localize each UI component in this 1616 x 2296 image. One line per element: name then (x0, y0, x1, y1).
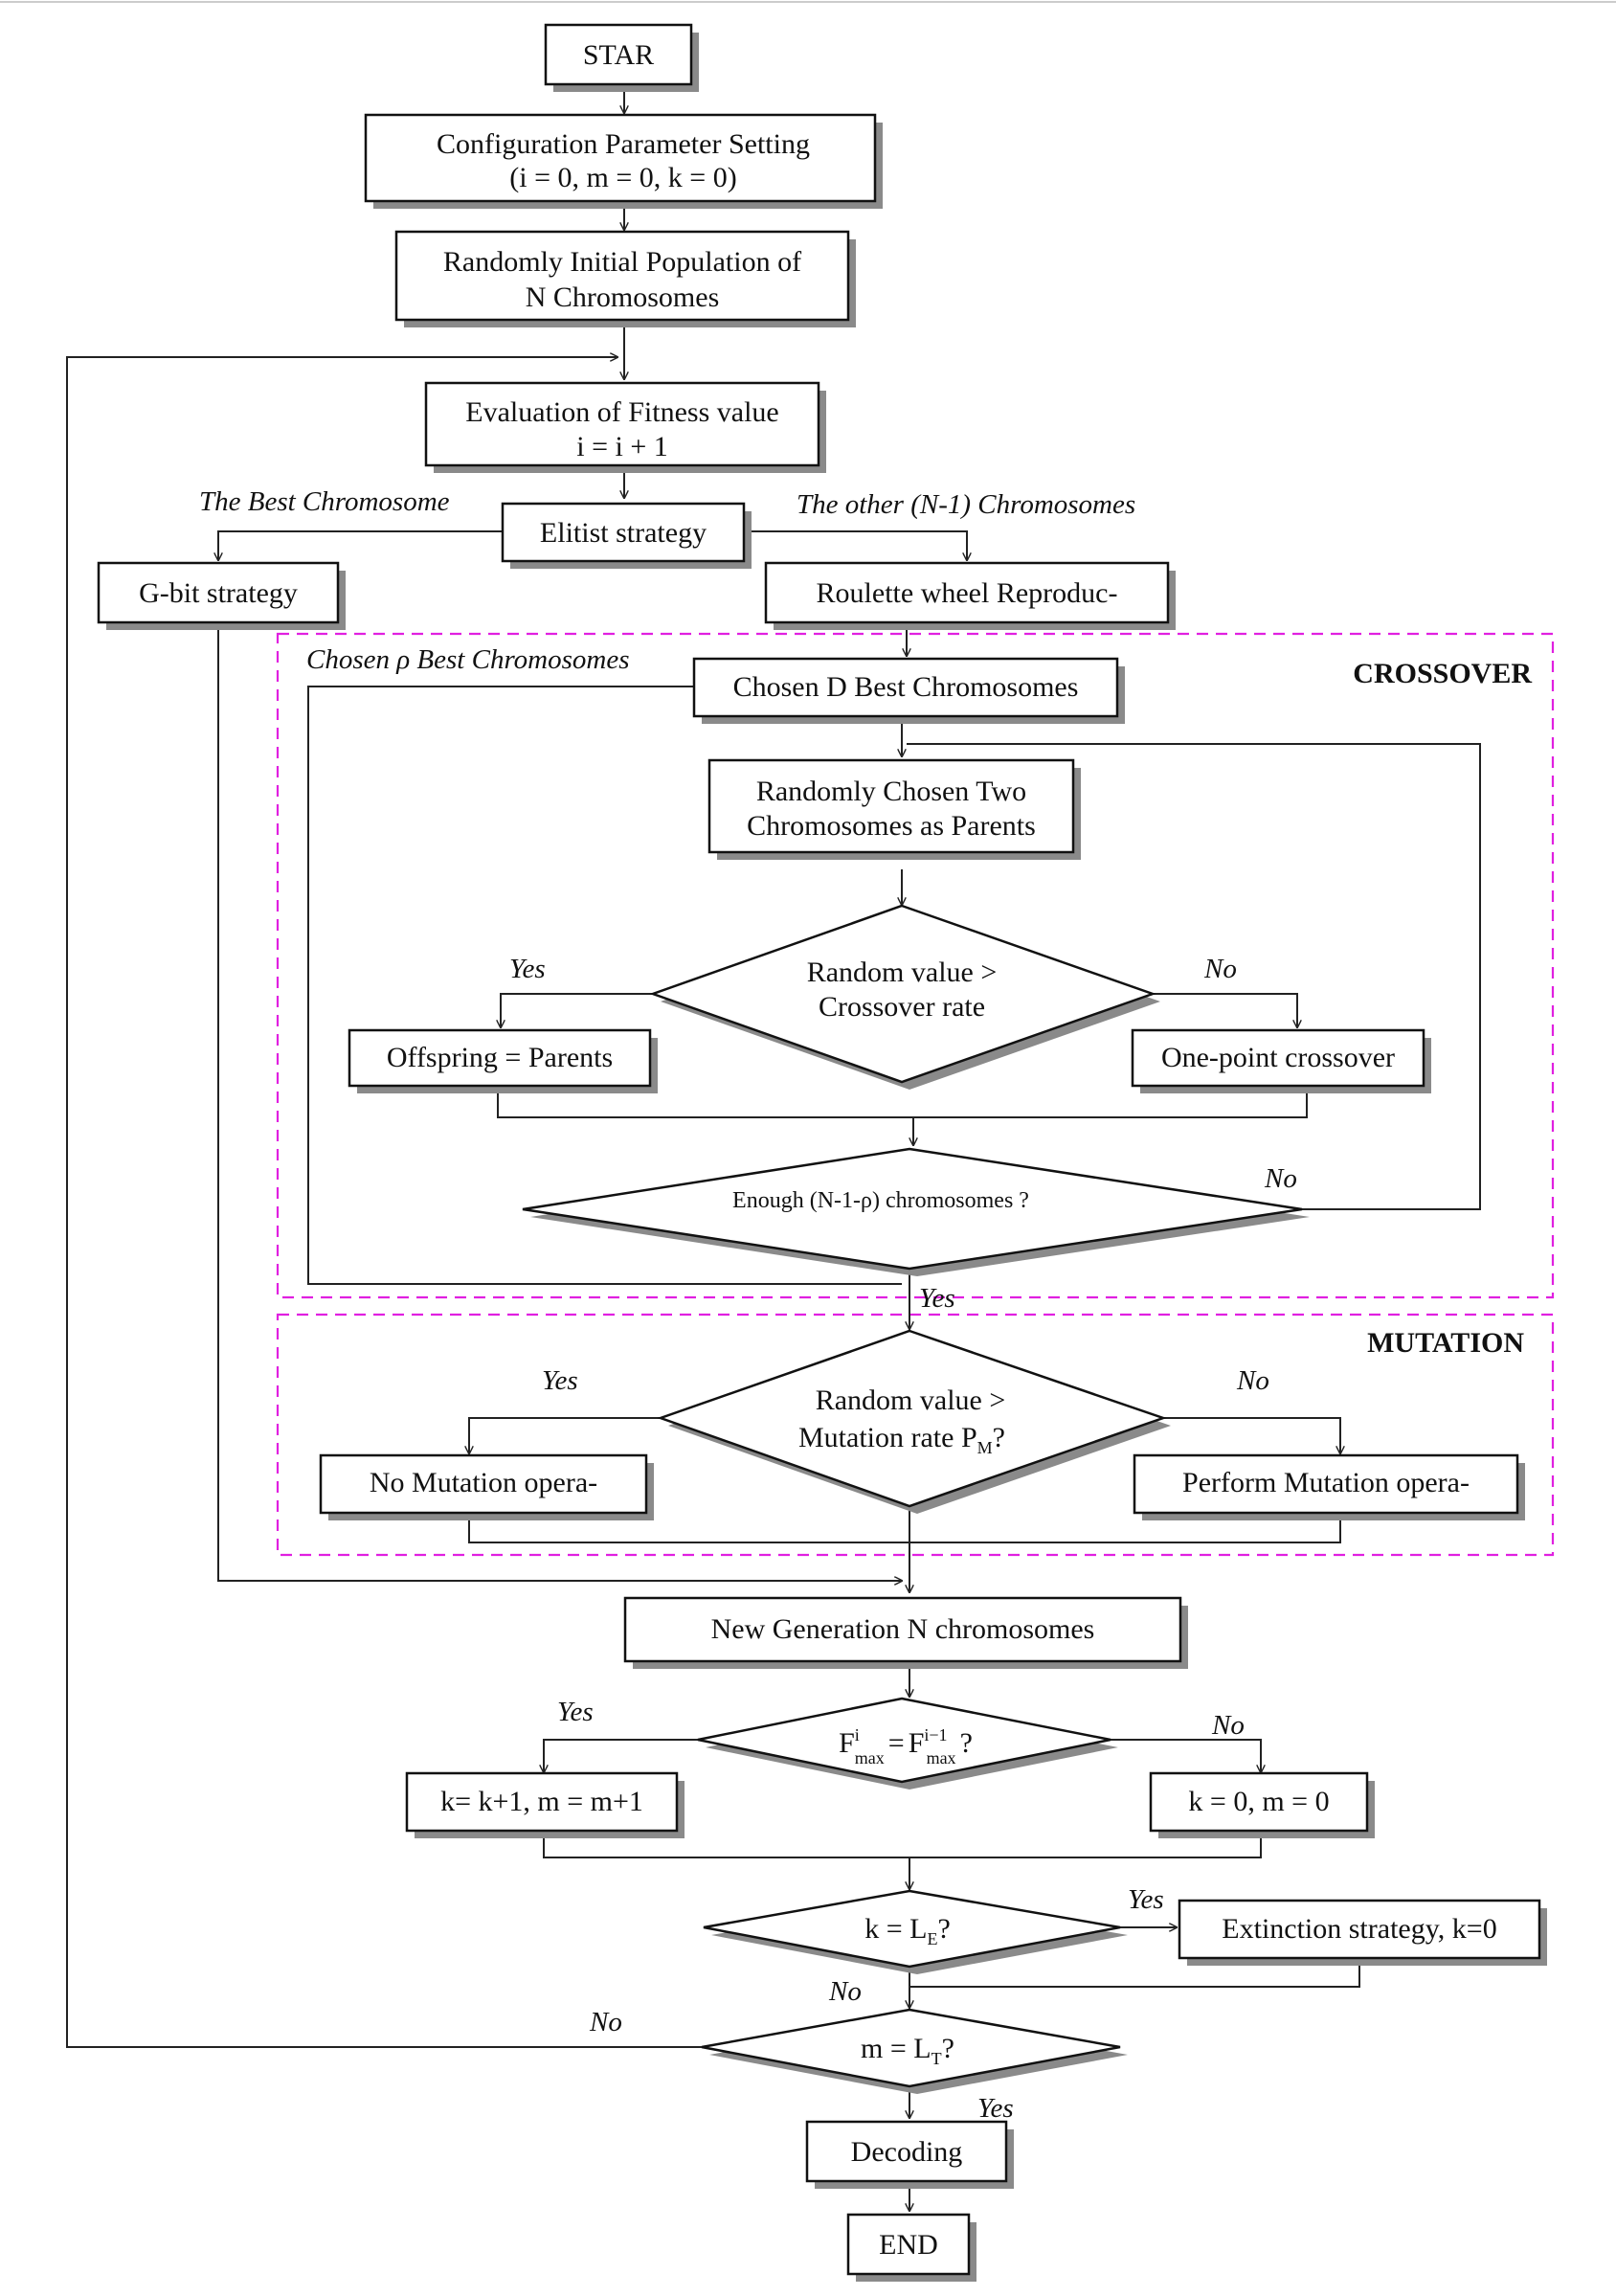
parents-label-line2: Chromosomes as Parents (747, 810, 1036, 842)
m-lt-subscript: T (931, 2049, 942, 2068)
crossover-decision-line1: Random value > (807, 957, 998, 988)
init-label-line1: Randomly Initial Population of (443, 246, 801, 278)
m-lt-text: m = L (861, 2033, 931, 2064)
crossover-region-title: CROSSOVER (1353, 658, 1532, 689)
enough-decision-text: Enough (N-1-ρ) chromosomes ? (732, 1188, 1029, 1213)
start-box: STAR (544, 23, 699, 92)
perform-mutation-box: Perform Mutation opera- (1133, 1453, 1525, 1520)
start-label: STAR (583, 39, 654, 71)
no-mutation-label: No Mutation opera- (370, 1467, 597, 1498)
fmax-no-label: No (1211, 1710, 1245, 1741)
end-label: END (879, 2229, 938, 2261)
fmax-sup2: i−1 (924, 1725, 947, 1745)
k-reset-label: k = 0, m = 0 (1188, 1786, 1329, 1817)
perform-mutation-label: Perform Mutation opera- (1182, 1467, 1470, 1498)
gbit-label: G-bit strategy (139, 577, 298, 609)
init-population-box: Randomly Initial Population of N Chromos… (394, 230, 856, 327)
config-box: Configuration Parameter Setting (i = 0, … (364, 113, 883, 209)
connectors (66, 86, 1481, 2211)
mutation-region (276, 1313, 1555, 1557)
mutation-diamond: Random value > Mutation rate PM? (657, 1329, 1171, 1514)
chosen-rho-best-label: Chosen ρ Best Chromosomes (306, 644, 629, 675)
end-box: END (846, 2213, 976, 2282)
config-label-line1: Configuration Parameter Setting (437, 128, 810, 160)
parents-label-line1: Randomly Chosen Two (756, 776, 1026, 807)
config-label-line2: (i = 0, m = 0, k = 0) (509, 162, 736, 193)
enough-yes-label: Yes (919, 1283, 955, 1314)
k-le-text: k = L (864, 1913, 927, 1945)
evaluation-box: Evaluation of Fitness value i = i + 1 (424, 381, 826, 473)
offspring-label: Offspring = Parents (387, 1042, 613, 1073)
enough-diamond: Enough (N-1-ρ) chromosomes ? (522, 1147, 1310, 1276)
fmax-f1: F (839, 1727, 855, 1759)
k-le-subscript: E (927, 1929, 937, 1948)
k-reset-box: k = 0, m = 0 (1149, 1771, 1375, 1838)
crossover-region (276, 632, 1555, 1299)
eval-label-line2: i = i + 1 (576, 431, 668, 462)
roulette-box: Roulette wheel Reproduc- (764, 561, 1176, 630)
gbit-box: G-bit strategy (97, 561, 346, 630)
enough-no-label: No (1264, 1163, 1297, 1194)
mutation-rate-subscript: M (977, 1438, 993, 1457)
init-label-line2: N Chromosomes (526, 281, 720, 313)
new-generation-label: New Generation N chromosomes (711, 1613, 1095, 1645)
fmax-yes-label: Yes (557, 1697, 594, 1727)
extinction-box: Extinction strategy, k=0 (1178, 1899, 1547, 1966)
k-increment-label: k= k+1, m = m+1 (440, 1786, 643, 1817)
extinction-label: Extinction strategy, k=0 (1222, 1913, 1496, 1945)
fmax-eq: = (888, 1727, 905, 1759)
fmax-sub1: max (855, 1748, 885, 1767)
m-lt-tail: ? (942, 2033, 954, 2064)
crossover-diamond: Random value > Crossover rate (649, 904, 1160, 1090)
crossover-no-label: No (1203, 954, 1237, 984)
decoding-box: Decoding (805, 2120, 1014, 2189)
chosen-best-label: Chosen D Best Chromosomes (733, 671, 1079, 703)
decoding-label: Decoding (851, 2136, 963, 2168)
parents-box: Randomly Chosen Two Chromosomes as Paren… (707, 758, 1081, 860)
mutation-no-label: No (1236, 1365, 1269, 1396)
fmax-f2: F (909, 1727, 925, 1759)
onepoint-box: One-point crossover (1131, 1028, 1431, 1093)
chosen-best-box: Chosen D Best Chromosomes (692, 657, 1125, 724)
mutation-decision-line2: Mutation rate PM? (798, 1422, 1005, 1457)
k-le-tail: ? (937, 1913, 950, 1945)
fmax-tail: ? (960, 1727, 973, 1759)
fmax-sub2: max (927, 1748, 956, 1767)
offspring-box: Offspring = Parents (348, 1028, 658, 1093)
fmax-sup1: i (855, 1725, 860, 1745)
k-le-decision-text: k = LE? (864, 1913, 951, 1948)
mutation-decision-line1: Random value > (816, 1384, 1006, 1416)
best-chromosome-label: The Best Chromosome (199, 486, 450, 517)
other-chromosomes-label: The other (N-1) Chromosomes (797, 489, 1135, 520)
elitist-label: Elitist strategy (540, 517, 707, 549)
k-increment-box: k= k+1, m = m+1 (405, 1771, 685, 1838)
m-lt-decision-text: m = LT? (861, 2033, 954, 2068)
onepoint-label: One-point crossover (1161, 1042, 1395, 1073)
m-lt-yes-label: Yes (977, 2093, 1014, 2124)
elitist-box: Elitist strategy (501, 502, 752, 569)
mutation-region-title: MUTATION (1367, 1327, 1524, 1359)
crossover-decision-line2: Crossover rate (819, 991, 985, 1023)
m-lt-no-label: No (589, 2007, 622, 2037)
branch-labels: The Best Chromosome The other (N-1) Chro… (199, 486, 1297, 2124)
new-generation-box: New Generation N chromosomes (623, 1596, 1188, 1669)
mutation-yes-label: Yes (542, 1365, 578, 1396)
k-le-no-label: No (828, 1976, 862, 2007)
eval-label-line1: Evaluation of Fitness value (465, 396, 778, 428)
mutation-rate-text: Mutation rate P (798, 1422, 977, 1453)
k-le-diamond: k = LE? (703, 1889, 1128, 1974)
mutation-rate-tail: ? (993, 1422, 1005, 1453)
roulette-label: Roulette wheel Reproduc- (817, 577, 1118, 609)
k-le-yes-label: Yes (1128, 1884, 1164, 1915)
no-mutation-box: No Mutation opera- (319, 1453, 654, 1520)
m-lt-diamond: m = LT? (701, 2008, 1128, 2094)
crossover-yes-label: Yes (509, 954, 546, 984)
